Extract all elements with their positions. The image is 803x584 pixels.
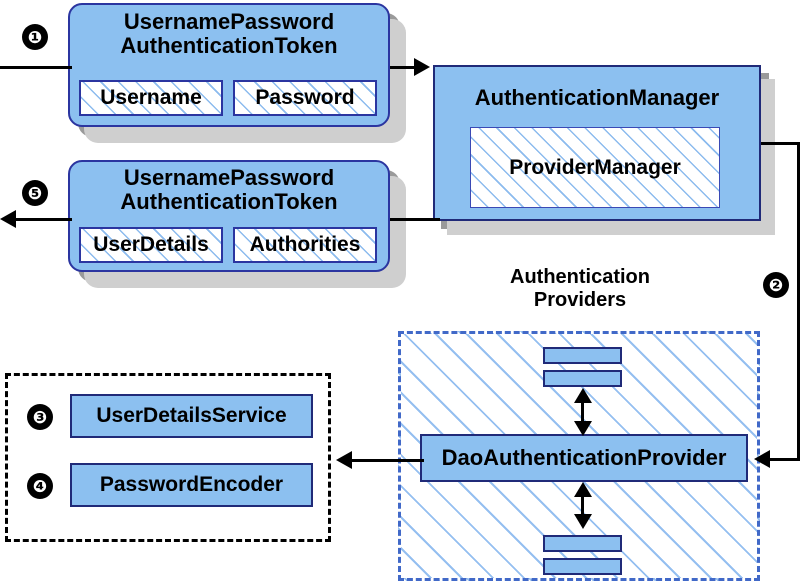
response-token-out-line <box>14 218 72 221</box>
response-out-arrowhead <box>0 210 16 228</box>
manager-right-stub <box>761 142 800 145</box>
provider-top-arrow-down <box>574 421 592 436</box>
provider-to-beans-arrowhead <box>336 451 352 469</box>
request-token-field-password-label: Password <box>255 86 355 109</box>
manager-to-response-token-line <box>390 218 440 221</box>
provider-bottom-arrow-up <box>574 482 592 497</box>
token-to-manager-line <box>390 66 422 69</box>
manager-to-provider-vertical <box>797 142 800 460</box>
authentication-providers-title-line1: Authentication <box>510 266 650 288</box>
provider-bottom-connector <box>581 489 584 521</box>
response-token-field-authorities[interactable]: Authorities <box>233 227 377 263</box>
provider-manager-label: ProviderManager <box>509 155 681 179</box>
other-provider-top-2[interactable] <box>543 370 622 387</box>
user-details-service-label: UserDetailsService <box>96 404 287 427</box>
response-token-field-userdetails[interactable]: UserDetails <box>79 227 223 263</box>
provider-manager[interactable]: ProviderManager <box>470 127 720 208</box>
provider-top-arrow-up <box>574 388 592 403</box>
provider-bottom-arrow-down <box>574 514 592 529</box>
step-marker-2: ❷ <box>763 272 789 298</box>
step-marker-5: ❺ <box>22 180 48 206</box>
dao-authentication-provider-label: DaoAuthenticationProvider <box>441 445 727 470</box>
step-marker-4: ❹ <box>27 473 53 499</box>
response-token-field-userdetails-label: UserDetails <box>93 233 209 256</box>
provider-to-beans-line <box>352 459 424 462</box>
step-marker-3: ❸ <box>27 404 53 430</box>
password-encoder[interactable]: PasswordEncoder <box>70 463 313 507</box>
other-provider-top-1[interactable] <box>543 347 622 364</box>
request-token-field-username-label: Username <box>100 86 202 109</box>
response-token-field-authorities-label: Authorities <box>249 233 361 256</box>
password-encoder-label: PasswordEncoder <box>99 473 284 496</box>
token-to-manager-arrowhead <box>414 58 430 76</box>
authentication-providers-title: Authentication Providers <box>440 266 720 312</box>
user-details-service[interactable]: UserDetailsService <box>70 394 313 438</box>
dao-authentication-provider[interactable]: DaoAuthenticationProvider <box>420 434 748 482</box>
provider-entry-line <box>768 458 800 461</box>
request-token-field-password[interactable]: Password <box>233 80 377 116</box>
incoming-request-line <box>0 66 72 69</box>
other-provider-bottom-2[interactable] <box>543 558 622 575</box>
other-provider-bottom-1[interactable] <box>543 535 622 552</box>
request-token-field-username[interactable]: Username <box>79 80 223 116</box>
authentication-providers-title-line2: Providers <box>533 289 627 311</box>
step-marker-1: ❶ <box>22 24 48 50</box>
provider-top-connector <box>581 396 584 428</box>
provider-entry-arrowhead <box>754 450 770 468</box>
